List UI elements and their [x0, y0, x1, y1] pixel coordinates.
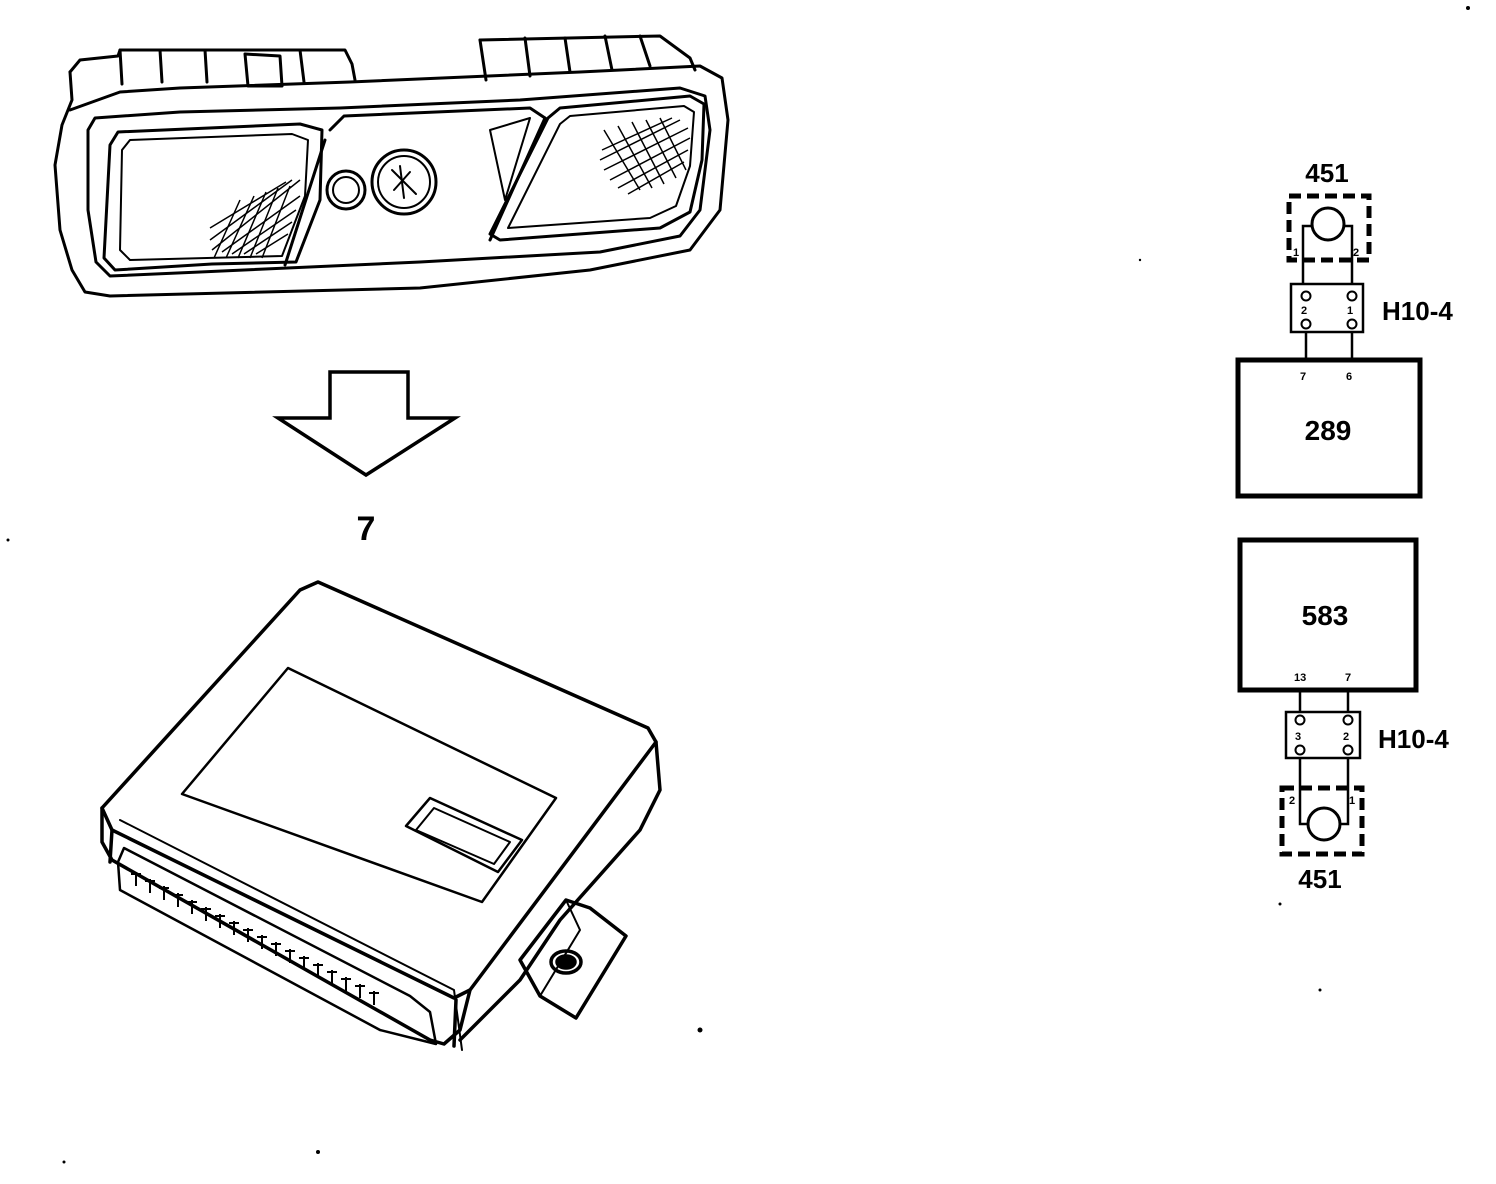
top-connector-contact	[1346, 290, 1358, 302]
bottom-connector-pin-left: 3	[1295, 731, 1301, 743]
bottom-connector-label: H10-4	[1378, 724, 1449, 754]
top-lamp-pin-right: 2	[1353, 247, 1359, 259]
bottom-lamp-label: 451	[1298, 864, 1341, 894]
bottom-connector-contact	[1294, 714, 1306, 726]
bottom-connector-contact	[1342, 744, 1354, 756]
top-wires	[1301, 224, 1354, 360]
step-label: 7	[357, 510, 376, 548]
interior-lamp-illustration	[53, 34, 730, 298]
replace-arrow-icon	[272, 370, 461, 478]
connector-pin-row	[131, 872, 379, 1005]
module-583-pin-right: 7	[1345, 672, 1351, 684]
bottom-connector-pin-right: 2	[1343, 731, 1349, 743]
module-583-pin-left: 13	[1294, 672, 1306, 684]
module-289-pin-right: 6	[1346, 371, 1352, 383]
bottom-lamp-bulb-icon	[1306, 806, 1342, 842]
wiring-schematic: 451 1 2 2 1 H10-4 7 6 289 583 13 7	[1235, 158, 1453, 894]
lens-hatching	[209, 117, 691, 259]
module-583-box	[1237, 537, 1419, 693]
scan-speckles	[6, 6, 1470, 1164]
module-289-label: 289	[1305, 415, 1352, 446]
top-lamp-label: 451	[1305, 158, 1348, 188]
control-module-illustration	[100, 580, 662, 1051]
top-connector-pin-right: 1	[1347, 305, 1353, 317]
bottom-lamp-boundary	[1279, 785, 1365, 857]
bottom-lamp-pin-right: 1	[1349, 795, 1355, 807]
top-connector-contact	[1300, 318, 1312, 330]
bottom-connector-contact	[1342, 714, 1354, 726]
top-connector-contact	[1346, 318, 1358, 330]
top-lamp-boundary	[1286, 193, 1372, 263]
top-connector-pin-left: 2	[1301, 305, 1307, 317]
top-lamp-bulb-icon	[1310, 206, 1346, 242]
bottom-connector-contact	[1294, 744, 1306, 756]
module-289-pin-left: 7	[1300, 371, 1306, 383]
bottom-lamp-pin-left: 2	[1289, 795, 1295, 807]
top-connector-label: H10-4	[1382, 296, 1453, 326]
top-connector-contact	[1300, 290, 1312, 302]
module-583-label: 583	[1302, 600, 1349, 631]
module-289-box	[1235, 357, 1423, 499]
top-lamp-pin-left: 1	[1293, 247, 1299, 259]
